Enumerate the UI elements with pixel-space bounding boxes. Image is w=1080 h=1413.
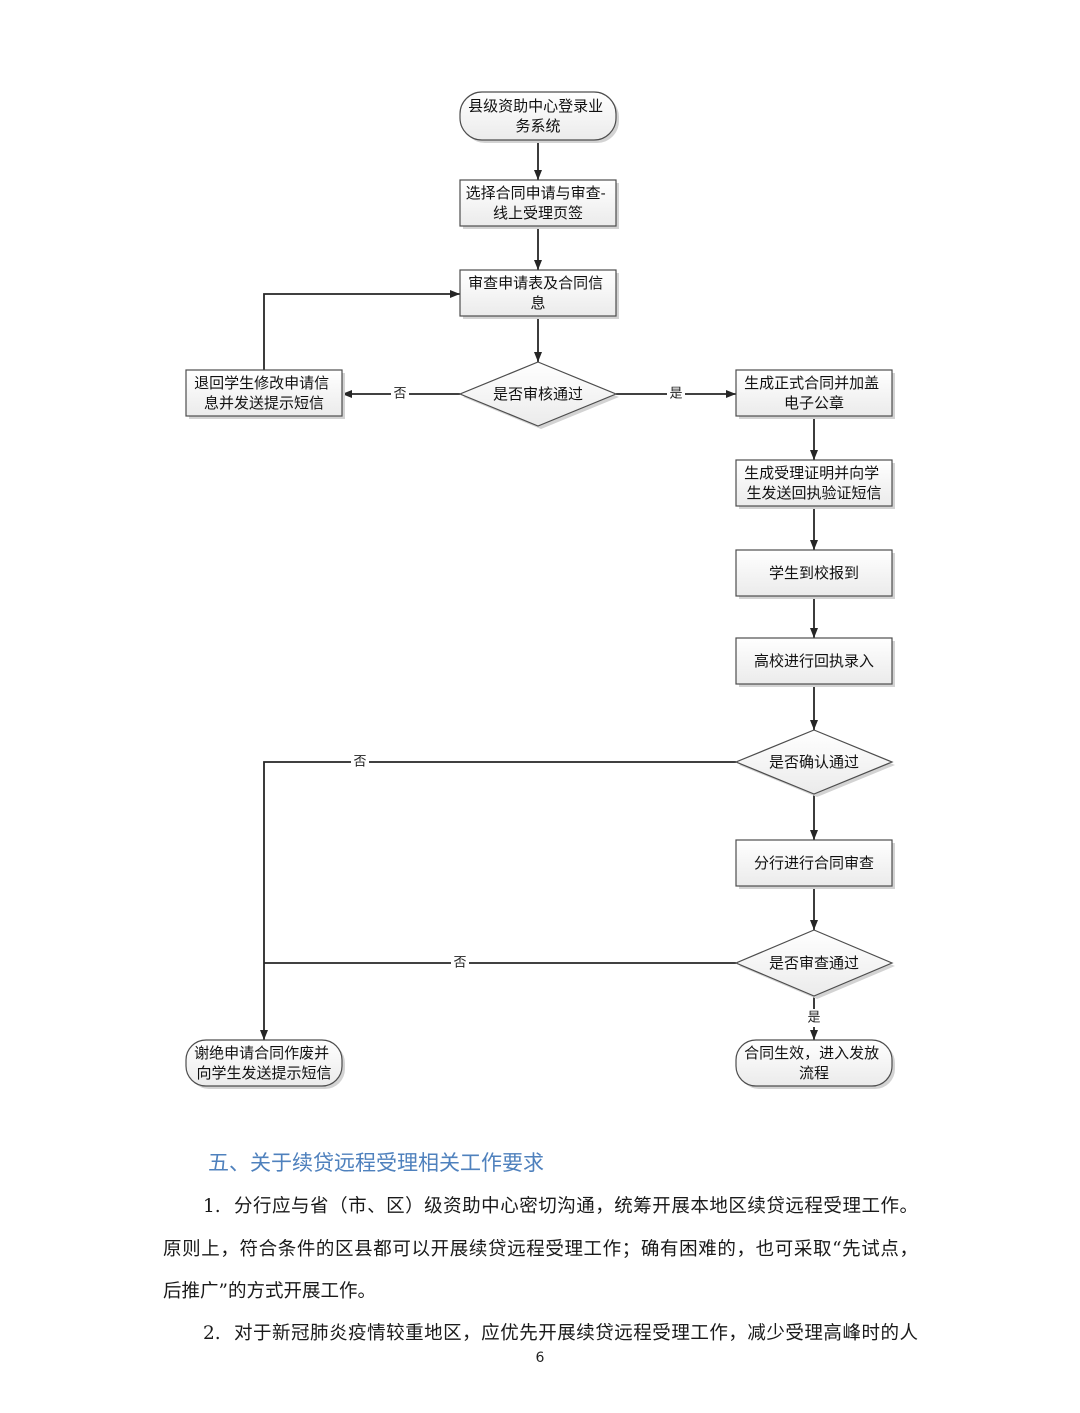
node-decision-confirm: 是否确认通过: [734, 729, 895, 797]
node-contract-effective-label: 合同生效，进入发放 流程: [744, 1044, 884, 1082]
edge-label-audit-yes: 是: [805, 1009, 823, 1027]
node-label-line: 务系统: [515, 117, 560, 135]
edge-label-background: [351, 753, 369, 771]
node-return-student: 退回学生修改申请信 息并发送提示短信: [185, 369, 345, 419]
node-return-student-label: 退回学生修改申请信 息并发送提示短信: [194, 374, 334, 412]
node-label-line: 学生到校报到: [769, 564, 859, 582]
node-label-line: 生发送回执验证短信: [746, 484, 881, 502]
node-generate-contract-shape: [735, 369, 893, 417]
node-branch-review: 分行进行合同审查: [735, 839, 895, 889]
node-school-entry-label: 高校进行回执录入: [754, 652, 874, 670]
node-school-entry: 高校进行回执录入: [735, 637, 895, 687]
page-number: 6: [535, 1350, 545, 1366]
node-review-form: 审查申请表及合同信 息: [459, 269, 619, 319]
paragraph-line: 分行应与省（市、区）级资助中心密切沟通，统筹开展本地区续贷远程受理工作。: [234, 1196, 918, 1217]
edge-label-background: [451, 954, 469, 972]
paragraph-line: 对于新冠肺炎疫情较重地区，应优先开展续贷远程受理工作，减少受理高峰时的人: [234, 1323, 918, 1344]
edge-label-text: 是: [807, 1011, 820, 1026]
node-label-line: 谢绝申请合同作废并: [194, 1044, 329, 1062]
node-label-line: 向学生发送提示短信: [196, 1064, 331, 1082]
flowchart: 否 是 否 否 是 县级资助中心登录业 务系统 选择合同申请与审查- 线上受理页…: [185, 91, 895, 1089]
node-contract-effective-shape: [735, 1039, 893, 1087]
node-decision-confirm-label: 是否确认通过: [769, 753, 859, 771]
node-start: 县级资助中心登录业 务系统: [459, 91, 619, 143]
edge-label-audit-no: 否: [451, 954, 469, 972]
node-label-line: 高校进行回执录入: [754, 652, 874, 670]
paragraph-number: 1.: [203, 1196, 221, 1217]
node-student-report-shape: [735, 549, 893, 597]
edge-label-review-yes: 是: [667, 385, 685, 403]
node-label-line: 是否确认通过: [769, 753, 859, 771]
node-branch-review-label: 分行进行合同审查: [754, 854, 874, 872]
node-generate-contract-label: 生成正式合同并加盖 电子公章: [744, 374, 884, 412]
node-label-line: 审查申请表及合同信: [468, 274, 603, 292]
node-reject-label: 谢绝申请合同作废并 向学生发送提示短信: [194, 1044, 334, 1082]
node-return-student-shape: [185, 369, 343, 417]
node-start-label: 县级资助中心登录业 务系统: [468, 97, 608, 135]
node-review-form-shape: [459, 269, 617, 317]
node-label-line: 县级资助中心登录业: [468, 97, 603, 115]
node-review-form-label: 审查申请表及合同信 息: [468, 274, 608, 312]
edge-label-text: 否: [453, 956, 466, 971]
node-decision-review-label: 是否审核通过: [493, 385, 583, 403]
edge-label-background: [805, 1009, 823, 1027]
edge-label-text: 是: [669, 387, 682, 402]
node-label-line: 选择合同申请与审查-: [466, 184, 606, 202]
node-decision-confirm-shape: [734, 729, 894, 795]
node-label-line: 流程: [799, 1064, 829, 1082]
node-reject-shape: [185, 1039, 343, 1087]
edge-label-text: 否: [393, 387, 406, 402]
paragraph-line: 原则上，符合条件的区县都可以开展续贷远程受理工作；确有困难的，也可采取“先试点，: [163, 1239, 918, 1260]
node-label-line: 生成正式合同并加盖: [744, 374, 879, 392]
node-label-line: 电子公章: [784, 394, 844, 412]
node-generate-receipt-shape: [735, 459, 893, 507]
section-heading: 五、关于续贷远程受理相关工作要求: [208, 1151, 544, 1175]
node-start-shape: [459, 91, 617, 141]
flowchart-edges: [260, 140, 818, 1040]
node-generate-receipt: 生成受理证明并向学 生发送回执验证短信: [735, 459, 895, 509]
node-contract-effective: 合同生效，进入发放 流程: [735, 1039, 895, 1089]
edge-return-loop: [263, 290, 460, 370]
edge-label-review-no: 否: [391, 385, 409, 403]
node-reject: 谢绝申请合同作废并 向学生发送提示短信: [185, 1039, 345, 1089]
node-student-report: 学生到校报到: [735, 549, 895, 599]
node-label-line: 合同生效，进入发放: [744, 1044, 879, 1062]
node-select-tab: 选择合同申请与审查- 线上受理页签: [459, 179, 619, 229]
node-label-line: 退回学生修改申请信: [194, 374, 329, 392]
paragraph-number: 2.: [203, 1323, 221, 1344]
edge-label-text: 否: [353, 755, 366, 770]
node-decision-audit-label: 是否审查通过: [769, 954, 859, 972]
node-label-line: 息: [530, 294, 545, 312]
node-label-line: 生成受理证明并向学: [744, 464, 879, 482]
node-label-line: 线上受理页签: [493, 204, 583, 222]
node-generate-contract: 生成正式合同并加盖 电子公章: [735, 369, 895, 419]
paragraph-line: 后推广”的方式开展工作。: [163, 1281, 376, 1302]
node-select-tab-shape: [459, 179, 617, 227]
node-label-line: 分行进行合同审查: [754, 854, 874, 872]
node-select-tab-label: 选择合同申请与审查- 线上受理页签: [466, 184, 611, 222]
node-school-entry-shape: [735, 637, 893, 685]
node-decision-review-shape: [458, 361, 618, 427]
node-generate-receipt-label: 生成受理证明并向学 生发送回执验证短信: [744, 464, 884, 502]
node-label-line: 是否审查通过: [769, 954, 859, 972]
edge-label-confirm-no: 否: [351, 753, 369, 771]
node-label-line: 息并发送提示短信: [204, 394, 324, 412]
node-label-line: 是否审核通过: [493, 385, 583, 403]
edge-label-background: [391, 385, 409, 403]
node-decision-audit-shape: [734, 929, 894, 997]
node-student-report-label: 学生到校报到: [769, 564, 859, 582]
node-decision-review: 是否审核通过: [458, 361, 619, 429]
edge-confirm-no: [260, 761, 736, 1040]
node-branch-review-shape: [735, 839, 893, 887]
node-decision-audit: 是否审查通过: [734, 929, 895, 999]
edge-label-background: [667, 385, 685, 403]
